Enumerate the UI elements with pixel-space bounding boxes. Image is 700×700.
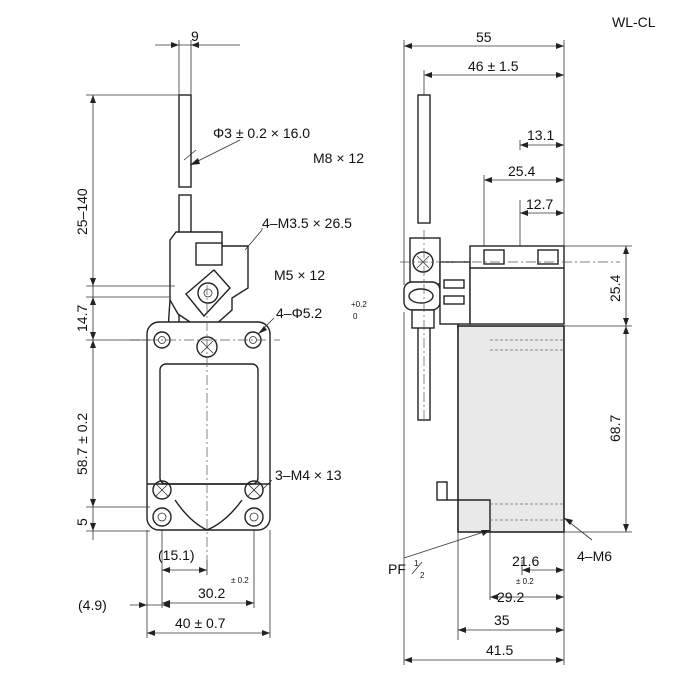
label-mount-holes: 4–Φ5.2 [276,305,322,321]
dim-25-4-h: 25.4 [508,163,535,179]
label-conduit: PF [388,561,406,577]
dim-25-4-v: 25.4 [607,275,623,302]
switch-body-front [146,321,271,531]
label-conduit-num: 1 [414,559,419,568]
dim-29-2-tol: ± 0.2 [516,577,534,586]
label-lever-screw: M8 × 12 [313,150,364,166]
label-base-screws: 3–M4 × 13 [275,467,342,483]
dim-15-1: (15.1) [158,547,195,563]
model-label: WL-CL [612,14,656,30]
label-head-screws: 4–M3.5 × 26.5 [262,215,352,231]
dim-35: 35 [494,612,510,628]
dim-lever-reach: 46 ± 1.5 [468,58,519,74]
label-mount-holes-tol-lower: 0 [353,312,358,321]
dim-rod-width: 9 [191,28,199,44]
label-rod-spec: Φ3 ± 0.2 × 16.0 [213,125,310,141]
side-head [439,245,565,331]
front-view: 9 Φ3 ± 0.2 × 16.0 M8 × 12 4–M3.5 × 26.5 … [74,28,367,638]
label-mount-screws: 4–M6 [577,548,612,564]
dim-body-height: 58.7 ± 0.2 [74,413,90,475]
dim-13-1: 13.1 [527,127,554,143]
dim-rod-length-range: 25–140 [74,188,90,235]
dim-4-9: (4.9) [78,597,107,613]
side-lever-arm [403,237,441,329]
dim-base-offset: 5 [74,518,90,526]
label-mount-holes-tol-upper: +0.2 [351,300,367,309]
label-head-screw-small: M5 × 12 [274,267,325,283]
lever-head [167,231,249,331]
side-view: 55 46 ± 1.5 13.1 25.4 12.7 25.4 68.7 [388,29,632,665]
dim-21-6: 21.6 [512,553,539,569]
dim-30-2: 30.2 [198,585,225,601]
dim-head-height: 14.7 [74,305,90,332]
dim-41-5: 41.5 [486,642,513,658]
dim-overall: 55 [476,29,492,45]
actuator-rod-upper [178,94,192,188]
dim-width: 40 ± 0.7 [175,615,226,631]
side-rod-upper [417,94,431,224]
switch-body-side [436,325,565,533]
dim-body-height-side: 68.7 [607,415,623,442]
dim-29-2: 29.2 [497,589,524,605]
label-conduit-den: 2 [420,571,425,580]
dim-30-2-tol: ± 0.2 [231,576,249,585]
dim-12-7: 12.7 [526,196,553,212]
